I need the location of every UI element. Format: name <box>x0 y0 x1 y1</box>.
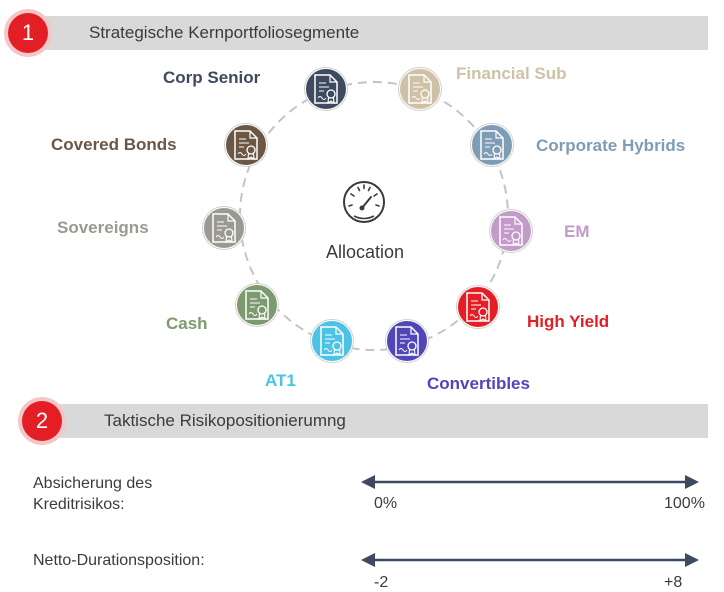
cash-label: Cash <box>166 314 208 333</box>
at1-label: AT1 <box>265 371 296 390</box>
sovereigns-label: Sovereigns <box>57 218 149 237</box>
cash-icon <box>236 284 278 326</box>
convertibles-icon <box>386 320 428 362</box>
covered-bonds-label: Covered Bonds <box>51 135 177 154</box>
section1-number-badge: 1 <box>8 13 48 53</box>
credit-hedge-max: 100% <box>664 495 705 512</box>
section1-band <box>44 16 708 50</box>
section2-number-badge: 2 <box>22 401 62 441</box>
financial-sub-icon <box>399 68 441 110</box>
corporate-hybrids-icon <box>471 124 513 166</box>
credit-hedge-range-arrow <box>361 475 699 489</box>
high-yield-label: High Yield <box>527 312 610 331</box>
net-duration-max: +8 <box>664 574 683 591</box>
credit-hedge-min: 0% <box>374 495 398 512</box>
em-icon <box>490 210 532 252</box>
credit-hedge-label-line1: Absicherung des <box>33 475 153 492</box>
section1-title: Strategische Kernportfoliosegmente <box>89 23 360 42</box>
section2-band <box>44 404 708 438</box>
credit-hedge-label-line2: Kreditrisikos: <box>33 496 125 513</box>
net-duration-min: -2 <box>374 574 389 591</box>
allocation-label: Allocation <box>326 242 405 262</box>
section2-title: Taktische Risikopositionierumng <box>104 411 346 430</box>
gauge-icon <box>343 181 385 223</box>
high-yield-icon <box>457 286 499 328</box>
net-duration-label: Netto-Durationsposition: <box>33 552 205 569</box>
em-label: EM <box>564 222 590 241</box>
at1-icon <box>311 320 353 362</box>
corp-senior-label: Corp Senior <box>163 68 261 87</box>
covered-bonds-icon <box>225 124 267 166</box>
credit-hedge-label: Absicherung des Kreditrisikos: <box>33 473 152 515</box>
convertibles-label: Convertibles <box>427 374 530 393</box>
net-duration-range-arrow <box>361 553 699 567</box>
financial-sub-label: Financial Sub <box>456 64 567 83</box>
corporate-hybrids-label: Corporate Hybrids <box>536 136 686 155</box>
corp-senior-icon <box>305 68 347 110</box>
sovereigns-icon <box>203 207 245 249</box>
